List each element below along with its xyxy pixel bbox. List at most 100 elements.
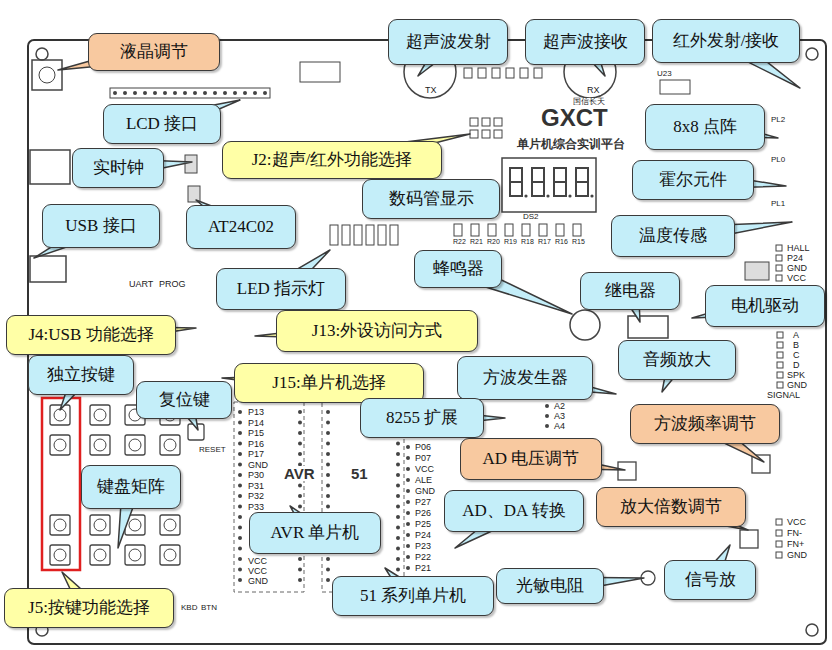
callout-text: 继电器 (605, 281, 656, 301)
header-pin (406, 489, 410, 493)
silkscreen-label: C (792, 351, 801, 360)
callout-text: AT24C02 (208, 217, 274, 237)
usb-connector (30, 256, 66, 282)
resistor (556, 224, 564, 236)
header-pin (406, 456, 410, 460)
jumper-pin (494, 130, 502, 138)
silkscreen-label: HALL (786, 244, 811, 253)
push-button-cap (94, 439, 106, 451)
callout-bubble: 8x8 点阵 (645, 104, 765, 150)
callout-bubble: 红外发射/接收 (652, 19, 800, 63)
header-pin (133, 91, 137, 95)
led-resistor (342, 225, 350, 245)
seven-seg-digit (554, 168, 566, 182)
header-pin (203, 91, 207, 95)
socket-pin (326, 421, 330, 425)
silkscreen-label: A4 (553, 422, 566, 431)
push-button-cap (54, 409, 66, 421)
socket-pin (326, 410, 330, 414)
silkscreen-label: KBD (180, 604, 198, 612)
socket-pin (396, 494, 400, 498)
callout-text: 方波频率调节 (654, 414, 756, 434)
seven-seg-digit (510, 168, 522, 182)
silkscreen-label: R19 (503, 238, 518, 245)
callout-bubble: USB 接口 (42, 204, 160, 248)
socket-pin (326, 463, 330, 467)
callout-bubble: 霍尔元件 (632, 160, 754, 200)
push-button-cap (54, 439, 66, 451)
push-button (160, 545, 180, 565)
socket-pin (238, 442, 242, 446)
silkscreen-label: GND (786, 381, 808, 390)
push-button (160, 435, 180, 455)
socket-pin (326, 431, 330, 435)
silkscreen-label: VCC (786, 274, 807, 283)
socket-pin (326, 557, 330, 561)
resistor (539, 224, 547, 236)
silkscreen-label: 单片机综合实训平台 (516, 138, 626, 150)
callout-bubble: 蜂鸣器 (414, 250, 502, 288)
silkscreen-label: RESET (198, 446, 227, 454)
header-pin (777, 382, 783, 388)
socket-pin (238, 463, 242, 467)
silkscreen-label: P17 (247, 450, 265, 459)
header-pin (776, 255, 782, 261)
silkscreen-label: 国信长天 (572, 98, 606, 106)
silkscreen-label: P14 (247, 419, 265, 428)
header-pin (253, 91, 257, 95)
callout-bubble: AD 电压调节 (460, 438, 602, 480)
header-pin (113, 91, 117, 95)
silkscreen-label: P15 (247, 429, 265, 438)
resistor (471, 224, 479, 236)
silkscreen-label: R22 (452, 238, 467, 245)
callout-text: J13:外设访问方式 (312, 321, 442, 341)
push-button (50, 545, 70, 565)
header-pin (776, 552, 782, 558)
silkscreen-label: P32 (247, 492, 265, 501)
callout-bubble: 键盘矩阵 (81, 465, 181, 509)
push-button (125, 435, 145, 455)
socket-pin (238, 568, 242, 572)
callout-bubble: J13:外设访问方式 (276, 310, 478, 352)
board-outline (28, 40, 826, 644)
socket-pin (238, 431, 242, 435)
silkscreen-label: U23 (656, 70, 673, 78)
chip (300, 62, 340, 82)
silkscreen-label: P31 (247, 482, 265, 491)
push-button (90, 435, 110, 455)
header-pin (777, 342, 783, 348)
header-pin (776, 519, 782, 525)
socket-pin (298, 578, 302, 582)
silkscreen-label: VCC (247, 557, 268, 566)
header-pin (406, 511, 410, 515)
resistor (534, 68, 542, 78)
silkscreen-label: TX (424, 86, 438, 95)
potentiometer (32, 60, 62, 90)
mounting-hole (806, 48, 818, 60)
header-pin (406, 566, 410, 570)
silkscreen-label: A (792, 331, 800, 340)
header-pin (123, 91, 127, 95)
silkscreen-label: ALE (414, 476, 433, 485)
callout-bubble: J2:超声/红外功能选择 (222, 141, 442, 179)
rtc-chip (185, 155, 197, 173)
chip (660, 80, 690, 94)
socket-pin (396, 442, 400, 446)
silkscreen-label: GND (786, 264, 808, 273)
resistor (488, 224, 496, 236)
led-resistor (330, 225, 338, 245)
silkscreen-label: 51 (350, 466, 369, 481)
callout-bubble: 音频放大 (618, 340, 736, 380)
callout-text: LED 指示灯 (237, 279, 325, 299)
silkscreen-label: GND (414, 487, 436, 496)
silkscreen-label: P22 (414, 553, 432, 562)
callout-text: 独立按键 (47, 365, 115, 385)
callout-bubble: J4:USB 功能选择 (6, 315, 176, 355)
silkscreen-label: GXCT (540, 106, 609, 130)
socket-pin (238, 484, 242, 488)
socket-pin (238, 421, 242, 425)
silkscreen-label: A2 (553, 402, 566, 411)
header-pin (777, 332, 783, 338)
callout-text: 放大倍数调节 (620, 497, 722, 517)
socket-pin (238, 526, 242, 530)
